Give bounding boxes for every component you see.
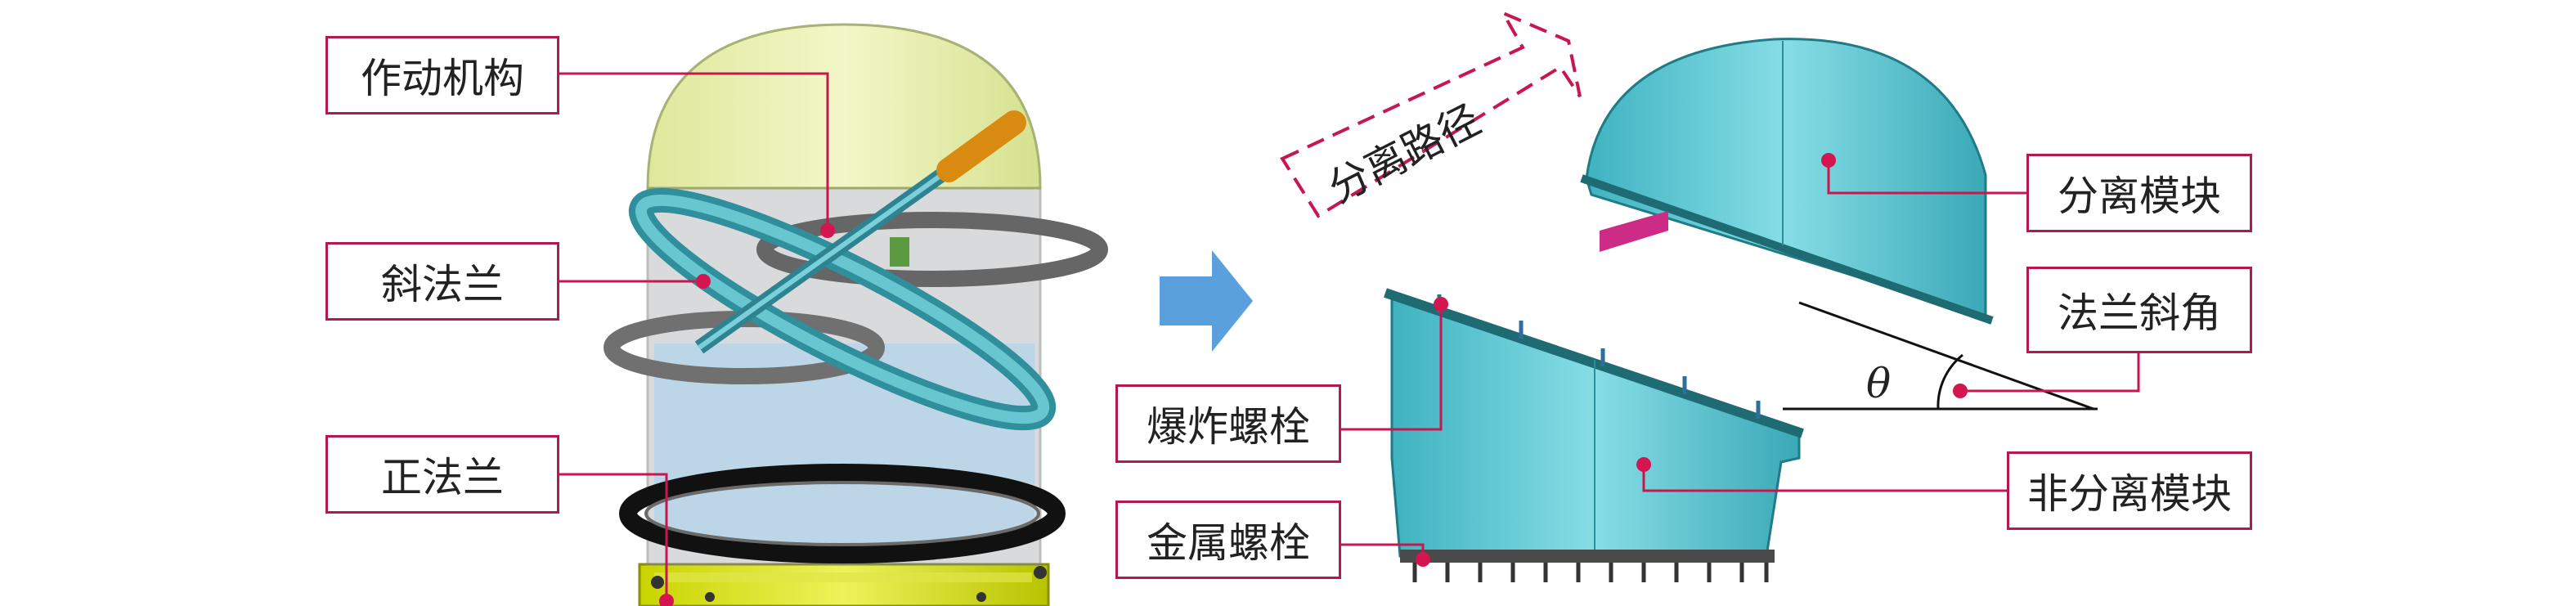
leader-actuator [556,72,829,231]
callout-explosive-bolt-text: 爆炸螺栓 [1147,403,1310,451]
callout-flange-bevel-angle: 法兰斜角 [2026,267,2252,353]
callout-inclined-flange: 斜法兰 [325,242,559,321]
callout-metal-bolt-text: 金属螺栓 [1147,519,1310,567]
callout-upright-flange: 正法兰 [325,435,559,514]
leader-flange-bevel-angle [1960,352,2140,393]
theta-symbol: θ [1866,360,1892,407]
transition-arrow [1160,250,1253,352]
callout-inclined-flange-text: 斜法兰 [381,261,504,308]
callout-actuator-text: 作动机构 [361,55,524,102]
callout-separation-module: 分离模块 [2026,154,2252,232]
callout-metal-bolt: 金属螺栓 [1115,501,1341,579]
callout-non-separation-module: 非分离模块 [2007,451,2252,530]
separation-module-drawing [1580,38,1994,325]
leader-endpoints [659,153,1968,606]
leader-upright-flange [556,473,668,601]
callout-separation-module-text: 分离模块 [2058,173,2221,220]
separation-path-arrow [1280,9,1582,218]
callout-explosive-bolt: 爆炸螺栓 [1115,384,1341,463]
callout-upright-flange-text: 正法兰 [381,454,504,501]
leader-non-separation-module [1642,465,2008,492]
leader-lines [556,72,2140,601]
leader-separation-module [1827,160,2028,195]
callout-flange-bevel-angle-text: 法兰斜角 [2058,290,2221,337]
non-separation-module-drawing [1384,288,1804,582]
callout-non-separation-module-text: 非分离模块 [2027,470,2232,518]
leader-explosive-bolt [1338,304,1443,431]
assembled-payload-model [604,23,1108,606]
callout-actuator: 作动机构 [325,36,559,114]
